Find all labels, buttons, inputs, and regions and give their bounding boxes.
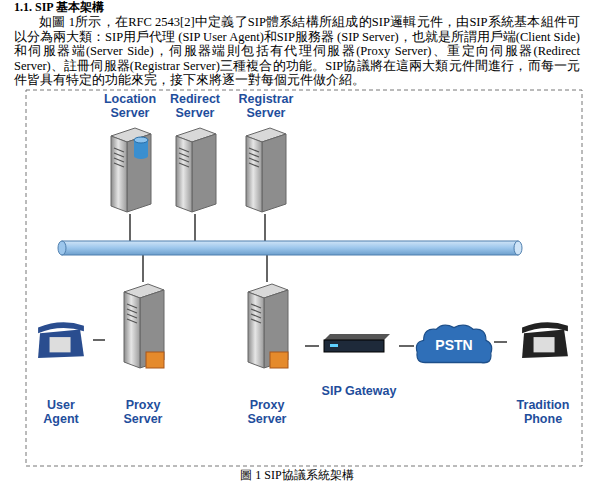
node-label: User Agent bbox=[29, 398, 93, 426]
node-label: Registrar Server bbox=[230, 92, 302, 120]
proxy-server: Proxy Server bbox=[105, 280, 181, 426]
database-icon bbox=[134, 137, 148, 159]
sip-phone-icon bbox=[38, 322, 84, 358]
proxy-server: Proxy Server bbox=[229, 280, 305, 426]
bus-wire bbox=[264, 214, 266, 241]
gateway-icon bbox=[324, 334, 390, 352]
node-label: Location Server bbox=[95, 92, 165, 120]
figure-caption: 圖 1 SIP協議系統架構 bbox=[0, 468, 594, 482]
proxy-badge bbox=[146, 352, 164, 368]
bus-wire bbox=[129, 214, 131, 241]
gateway-front bbox=[324, 340, 384, 352]
sip-gateway: SIP Gateway bbox=[319, 332, 399, 398]
bus-pipe bbox=[62, 241, 518, 255]
node-label: Tradition Phone bbox=[507, 398, 579, 426]
connector-line bbox=[494, 341, 507, 343]
gateway-led bbox=[330, 344, 338, 347]
bus-end bbox=[514, 241, 522, 255]
proxy-server-icon bbox=[248, 284, 288, 368]
gateway-top bbox=[324, 334, 390, 340]
registrar-server: Registrar Server bbox=[230, 92, 302, 214]
traditional-phone: Tradition Phone bbox=[507, 314, 579, 426]
db-top bbox=[134, 137, 148, 143]
diagram-frame bbox=[26, 90, 582, 466]
cloud-outline bbox=[416, 325, 491, 363]
bus-end bbox=[58, 241, 66, 255]
location-server-icon bbox=[111, 128, 151, 212]
proxy-badge bbox=[270, 352, 288, 368]
node-label: Proxy Server bbox=[229, 398, 305, 426]
location-server: Location Server bbox=[95, 92, 165, 214]
pstn-cloud: PSTN bbox=[414, 322, 494, 368]
bus-wire bbox=[194, 214, 196, 241]
cloud-label: PSTN bbox=[435, 338, 472, 352]
bus-wire bbox=[142, 255, 144, 282]
redirect-server: Redirect Server bbox=[160, 92, 230, 214]
body-paragraph: 如圖 1所示，在RFC 2543[2]中定義了SIP體系結構所組成的SIP邏輯元… bbox=[14, 15, 580, 88]
registrar-server-icon bbox=[246, 128, 286, 212]
connector-line bbox=[399, 345, 414, 347]
bus-wire bbox=[266, 255, 268, 282]
proxy-server-icon bbox=[124, 284, 164, 368]
redirect-server-icon bbox=[176, 128, 216, 212]
db-bottom bbox=[134, 153, 148, 159]
connector-line bbox=[93, 339, 105, 341]
network-bus bbox=[58, 241, 522, 255]
connector-line bbox=[305, 345, 319, 347]
user-agent: User Agent bbox=[29, 314, 93, 426]
node-label: Proxy Server bbox=[105, 398, 181, 426]
section-heading: 1.1. SIP 基本架構 bbox=[14, 0, 574, 14]
node-label: Redirect Server bbox=[160, 92, 230, 120]
traditional-phone-icon bbox=[522, 322, 568, 358]
node-label: SIP Gateway bbox=[322, 384, 397, 398]
